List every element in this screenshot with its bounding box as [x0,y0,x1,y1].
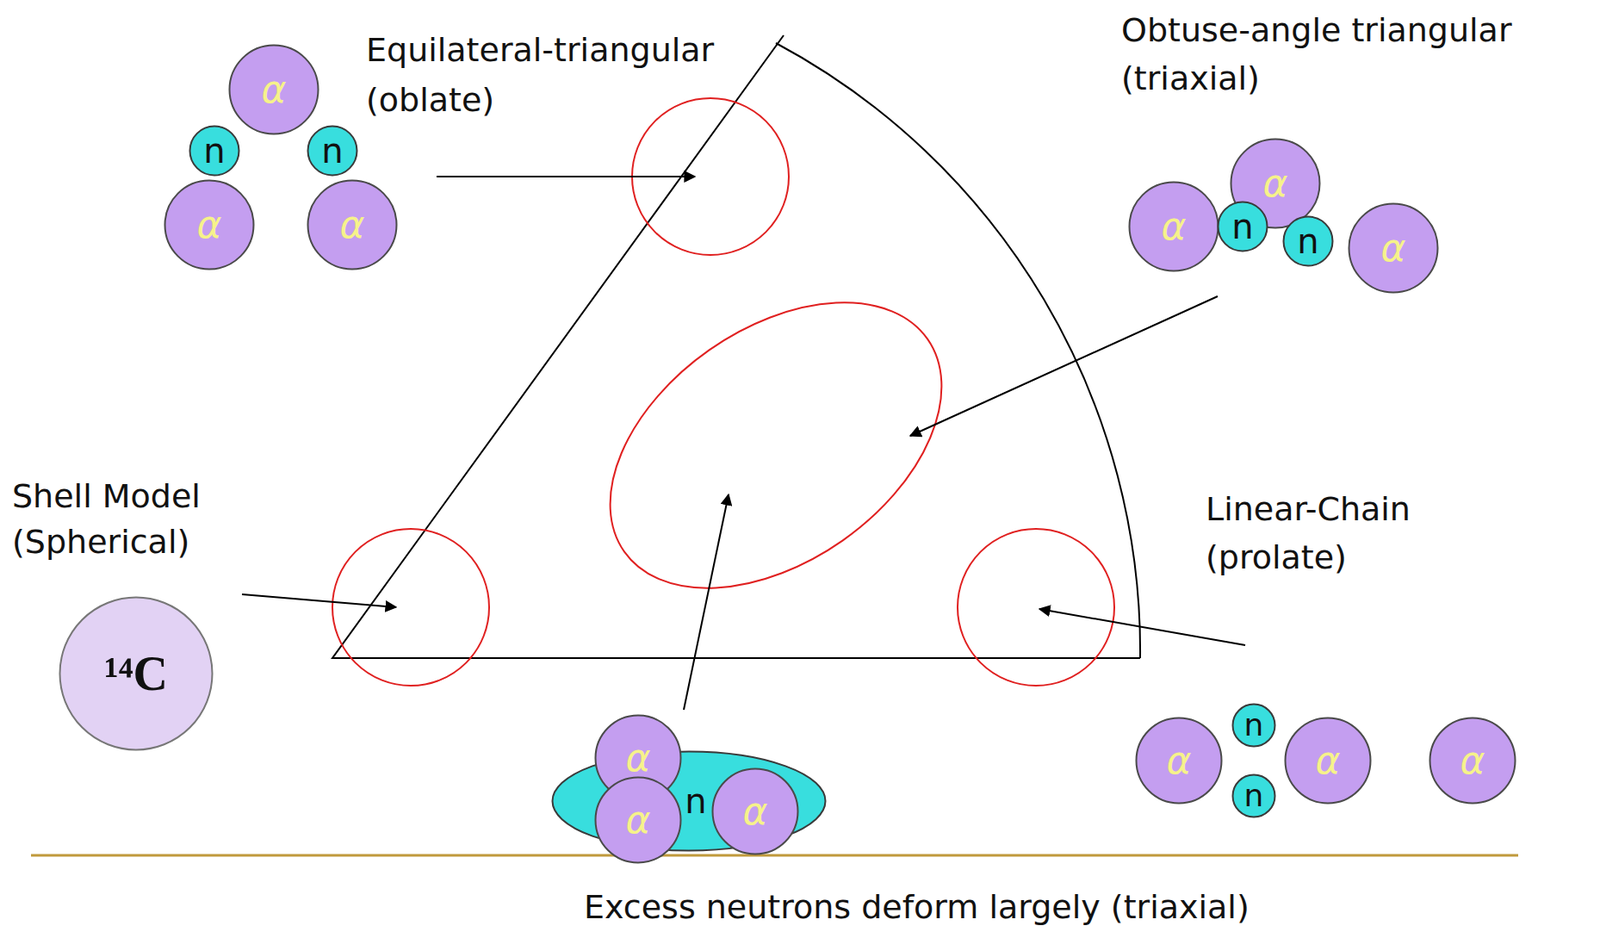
alpha-cluster-outline [308,180,397,270]
leader-arrow [241,594,397,608]
alpha-cluster: α [306,179,398,271]
alpha-cluster-text: α [1314,741,1340,780]
alpha-cluster-outline [1129,182,1219,272]
leader-arrow [910,296,1218,436]
alpha-cluster: α [1134,716,1223,805]
alpha-cluster-text: α [260,70,286,109]
caption-label: (oblate) [364,80,497,121]
alpha-cluster-outline [1285,718,1371,804]
sector-arc [775,43,1141,658]
neutron-outline [190,126,240,176]
caption-label: Obtuse-angle triangular [1119,11,1514,51]
alpha-cluster: α [1128,180,1220,273]
alpha-cluster-text: α [625,800,651,839]
neutron: n [1231,773,1277,819]
sector-edges [332,35,1141,658]
caption-label: (Spherical) [10,522,192,563]
leader-arrow [436,175,695,178]
neutron-text: n [1296,223,1319,259]
alpha-cluster: α [594,775,683,864]
caption-label: Equilateral-triangular [364,31,716,71]
alpha-cluster: α [1283,716,1372,805]
leader-arrow [1039,608,1246,645]
neutron-text: n [1244,709,1265,741]
alpha-cluster-outline [1349,204,1439,293]
alpha-cluster-text: α [1165,741,1191,780]
neutron-outline [1233,704,1276,747]
neutron-outline [1218,202,1268,252]
alpha-cluster-outline [165,180,255,270]
caption-label: (prolate) [1203,538,1349,578]
neutron-text: n [1231,209,1253,244]
caption-label: (triaxial) [1119,59,1262,100]
alpha-cluster-text: α [196,205,222,244]
alpha-cluster: α [1347,202,1439,294]
neutron-text: n [321,133,343,168]
neutron-text: n [203,133,225,168]
alpha-cluster-outline [229,45,319,135]
neutron-outline [1233,775,1276,818]
divider-line [31,854,1519,857]
alpha-cluster-text: α [1160,207,1186,246]
alpha-cluster-text: α [1380,229,1406,267]
neutron: n [1231,702,1277,748]
alpha-cluster-text: α [1459,741,1485,780]
neutron-outline [308,126,358,176]
alpha-cluster: α [228,43,320,136]
alpha-cluster-text: α [1262,164,1288,203]
region-ellipse [557,243,994,647]
alpha-cluster: α [163,179,255,271]
neutron: n [306,124,359,177]
alpha-cluster-outline [1430,718,1516,804]
neutron-outline [1283,217,1334,267]
alpha-cluster-outline [595,777,682,863]
nucleus-circle: ¹⁴C [58,595,214,751]
alpha-cluster: α [1428,716,1517,805]
caption-label: Excess neutrons deform largely (triaxial… [582,887,1252,928]
nucleus-circle-text: ¹⁴C [104,649,168,698]
alpha-cluster-text: α [742,792,768,831]
alpha-cluster-text: α [625,738,651,777]
alpha-cluster-text: α [339,205,365,244]
neutron-cloud-text: n [684,783,707,819]
region-circle [332,528,490,686]
neutron: n [188,124,241,177]
alpha-cluster-outline [713,768,799,855]
alpha-cluster-outline [1136,718,1222,804]
neutron: n [1282,215,1334,267]
leader-arrow [683,494,729,710]
caption-label: Shell Model [10,477,203,517]
caption-label: Linear-Chain [1203,489,1413,530]
alpha-cluster: α [711,767,800,856]
neutron: n [1216,200,1269,253]
region-circle [957,528,1115,686]
nucleus-circle-outline [60,597,213,751]
neutron-text: n [1244,780,1265,812]
